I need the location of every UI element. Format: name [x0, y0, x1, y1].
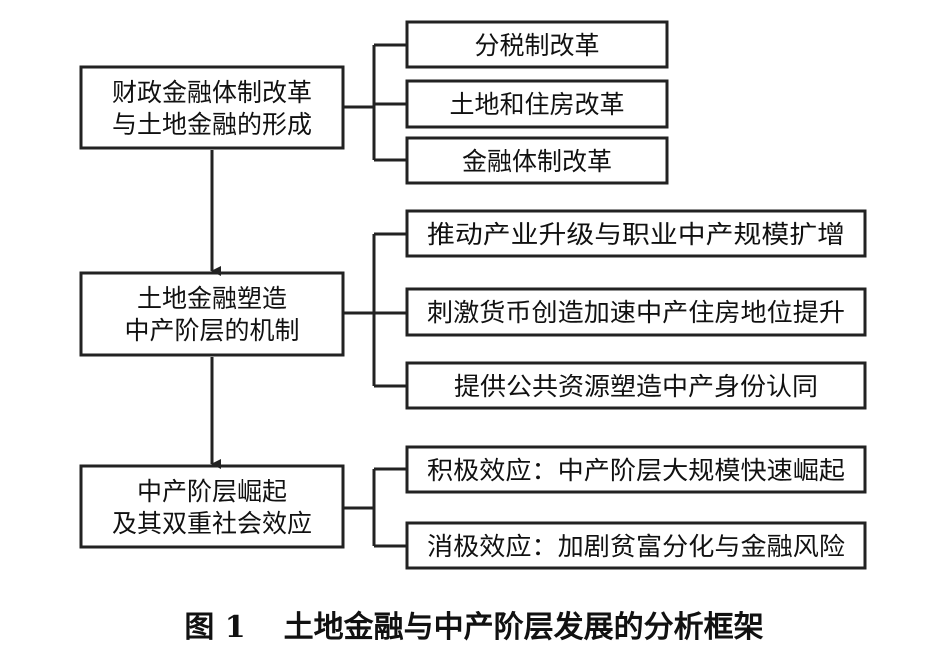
svg-text:推动产业升级与职业中产规模扩增: 推动产业升级与职业中产规模扩增	[427, 220, 845, 249]
item-money-creation: 刺激货币创造加速中产住房地位提升	[405, 287, 867, 337]
stage-1-line-2: 与土地金融的形成	[112, 110, 312, 139]
item-industry-upgrade: 推动产业升级与职业中产规模扩增	[405, 209, 867, 258]
stage-3-line-2: 及其双重社会效应	[112, 509, 312, 538]
item-positive-effect: 积极效应：中产阶层大规模快速崛起	[405, 445, 867, 494]
item-public-resources: 提供公共资源塑造中产身份认同	[405, 361, 867, 410]
item-land-housing-reform: 土地和住房改革	[405, 79, 669, 129]
svg-text:提供公共资源塑造中产身份认同: 提供公共资源塑造中产身份认同	[454, 372, 818, 401]
stage-2-box: 土地金融塑造 中产阶层的机制	[79, 271, 345, 357]
framework-diagram: 财政金融体制改革 与土地金融的形成 土地金融塑造 中产阶层的机制 中产阶层崛起 …	[79, 20, 867, 570]
stage-3-line-1: 中产阶层崛起	[137, 477, 287, 506]
bracket-stage-1	[343, 43, 407, 162]
item-negative-effect: 消极效应：加剧贫富分化与金融风险	[405, 521, 867, 570]
figure-caption: 图 1 土地金融与中产阶层发展的分析框架	[0, 602, 948, 646]
svg-text:金融体制改革: 金融体制改革	[462, 147, 612, 176]
stage-1-box: 财政金融体制改革 与土地金融的形成	[79, 65, 345, 150]
bracket-stage-3	[343, 467, 407, 548]
stage-2-line-1: 土地金融塑造	[137, 284, 287, 313]
svg-text:分税制改革: 分税制改革	[474, 31, 599, 60]
figure-title: 土地金融与中产阶层发展的分析框架	[283, 610, 764, 645]
stage-2-line-2: 中产阶层的机制	[124, 316, 299, 345]
item-financial-reform: 金融体制改革	[405, 136, 669, 185]
stage-1-line-1: 财政金融体制改革	[112, 78, 312, 107]
item-fiscal-reform: 分税制改革	[405, 20, 669, 69]
svg-text:土地和住房改革: 土地和住房改革	[449, 90, 624, 119]
svg-text:消极效应：加剧贫富分化与金融风险: 消极效应：加剧贫富分化与金融风险	[427, 532, 845, 561]
bracket-stage-2	[343, 232, 407, 388]
svg-text:刺激货币创造加速中产住房地位提升: 刺激货币创造加速中产住房地位提升	[427, 298, 845, 327]
figure-number: 图 1	[184, 610, 246, 645]
svg-text:积极效应：中产阶层大规模快速崛起: 积极效应：中产阶层大规模快速崛起	[427, 456, 845, 485]
stage-3-box: 中产阶层崛起 及其双重社会效应	[79, 464, 345, 549]
